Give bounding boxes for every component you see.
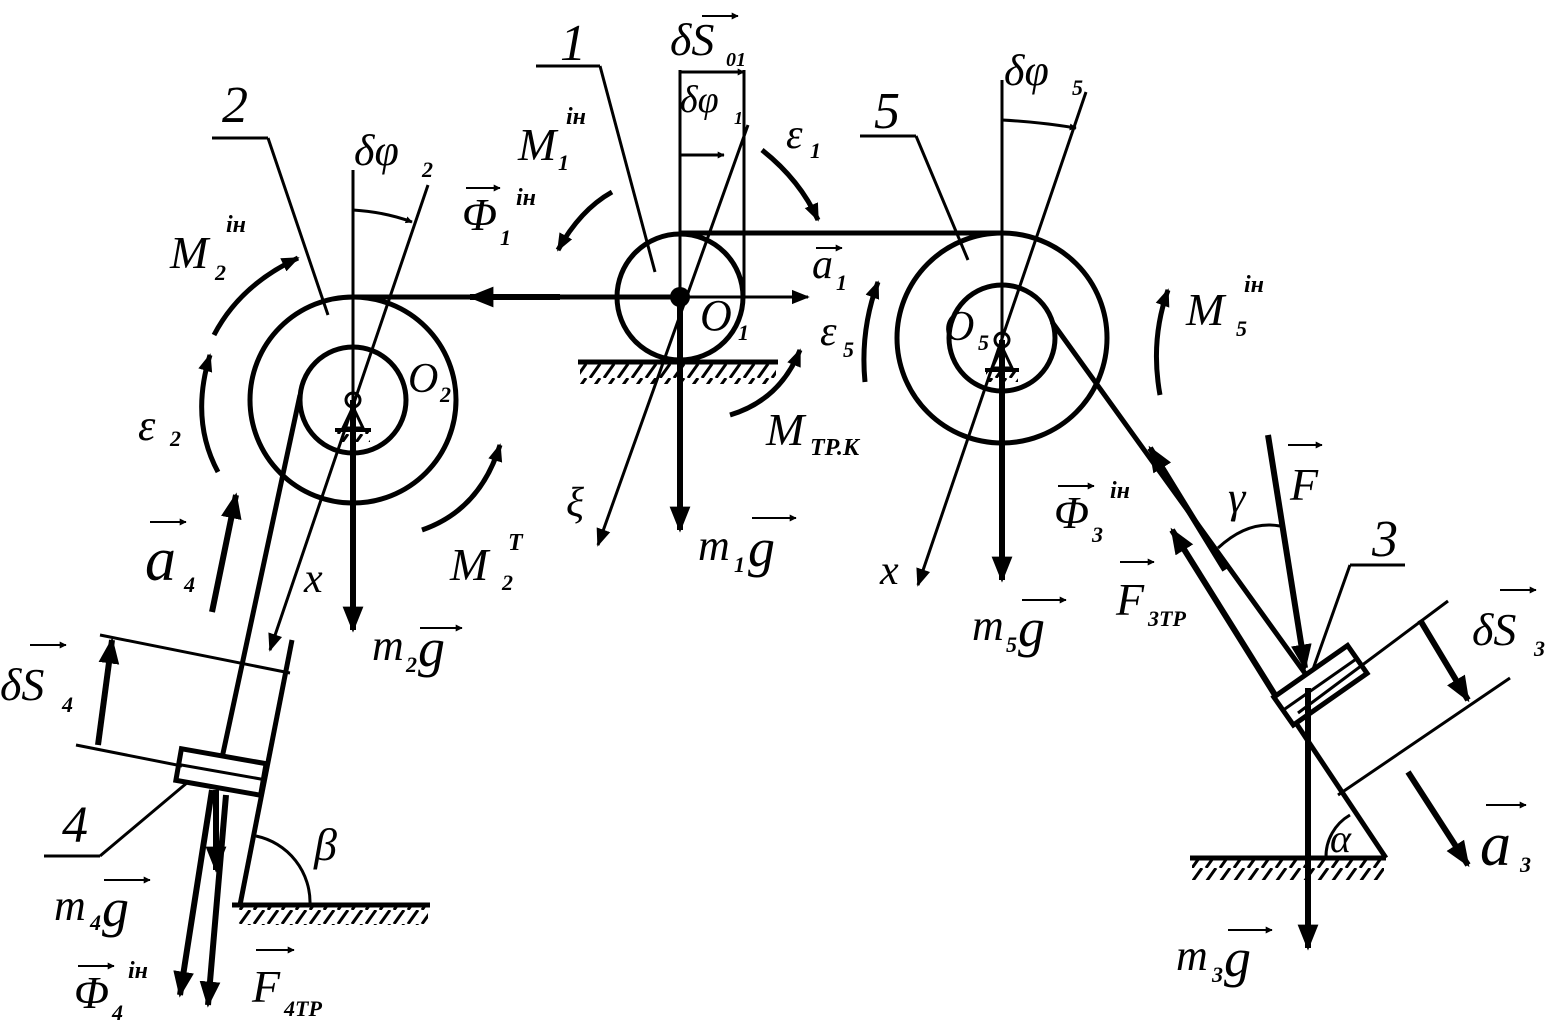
label-dS4-sub: 4	[61, 692, 73, 717]
label-body-1: 1	[560, 15, 586, 72]
label-M2T-sup: Т	[508, 530, 524, 556]
label-gamma: γ	[1228, 473, 1247, 522]
label-a4-sub: 4	[183, 572, 195, 597]
label-Phi3in: Φ	[1054, 487, 1089, 538]
label-O1: O	[700, 291, 732, 340]
label-m1g: m	[698, 521, 730, 570]
label-O2-sub: 2	[439, 382, 451, 407]
label-body-4: 4	[62, 797, 88, 854]
reference-lines	[44, 64, 1511, 858]
label-dphi1: δφ	[680, 79, 719, 121]
label-body-5: 5	[874, 83, 900, 140]
label-eps1: ε	[786, 112, 803, 158]
label-body-3: 3	[1371, 511, 1398, 568]
label-Phi3in-sup: ін	[1110, 478, 1130, 504]
label-a4: a	[145, 526, 176, 594]
label-dphi1-sub: 1	[734, 108, 743, 128]
label-x-right: x	[879, 548, 899, 594]
label-eps1-sub: 1	[810, 138, 821, 163]
label-Phi4in: Φ	[74, 967, 109, 1018]
label-dS3-sub: 3	[1533, 636, 1545, 661]
label-m3g-sub: 3	[1211, 962, 1223, 987]
label-m2g: m	[372, 621, 404, 670]
label-m3g-g: g	[1224, 928, 1251, 988]
label-m1g-g: g	[748, 518, 775, 578]
label-dphi2: δφ	[354, 126, 399, 175]
label-F4tr-sub: 4ТР	[283, 996, 322, 1021]
label-O5: O	[944, 304, 974, 350]
label-a3: a	[1480, 811, 1511, 879]
label-m4g: m	[54, 881, 86, 930]
label-m5g-sub: 5	[1006, 632, 1017, 657]
label-M5in: M	[1185, 284, 1227, 335]
label-a1-sub: 1	[836, 270, 847, 295]
label-dS01-sub: 01	[726, 49, 746, 71]
label-Phi1in: Φ	[462, 189, 497, 240]
label-a3-sub: 3	[1519, 852, 1531, 877]
label-M2in-sub: 2	[214, 260, 226, 285]
label-beta: β	[313, 819, 337, 870]
label-dphi5-sub: 5	[1072, 75, 1083, 100]
label-M5in-sub: 5	[1236, 316, 1247, 341]
label-F4tr: F	[251, 961, 281, 1012]
label-M2T: M	[449, 539, 491, 590]
label-M5in-sup: ін	[1244, 272, 1264, 298]
label-Phi3in-sub: 3	[1091, 522, 1103, 547]
label-m2g-sub: 2	[405, 652, 417, 677]
label-Phi4in-sub: 4	[111, 1000, 123, 1025]
label-O5-sub: 5	[978, 330, 989, 355]
label-Phi4in-sup: ін	[128, 958, 148, 984]
labels: 1 2 5 3 4 δS 01 δφ 1 δφ 2 δφ 5 M 1 ін Φ …	[0, 12, 1545, 1025]
force-arrows	[95, 286, 1471, 1008]
label-M1in-sub: 1	[558, 150, 569, 175]
block-4	[172, 745, 270, 799]
label-m4g-g: g	[102, 878, 129, 938]
label-dphi5: δφ	[1004, 46, 1049, 95]
label-M2T-sub: 2	[501, 570, 513, 595]
label-dphi2-sub: 2	[421, 157, 433, 182]
label-F: F	[1289, 459, 1319, 510]
moment-arrows	[198, 148, 1171, 533]
label-alpha: α	[1330, 816, 1352, 861]
label-Mtrk-sub: ТР.К	[810, 435, 861, 461]
label-m4g-sub: 4	[89, 910, 101, 935]
label-Mtrk: M	[765, 404, 807, 455]
label-x-left: x	[303, 556, 323, 602]
label-M2in-sup: ін	[226, 212, 246, 238]
label-M1in: M	[517, 119, 559, 170]
label-M2in: M	[169, 227, 211, 278]
block-3	[1270, 642, 1371, 729]
label-m5g: m	[972, 601, 1004, 650]
label-dS3: δS	[1472, 604, 1516, 655]
label-xi: ξ	[566, 480, 584, 526]
label-m5g-g: g	[1018, 598, 1045, 658]
incline-right	[1190, 706, 1389, 880]
label-dS4: δS	[0, 659, 44, 710]
label-eps5-sub: 5	[843, 337, 854, 362]
label-m1g-sub: 1	[734, 552, 745, 577]
label-a1: a	[812, 242, 833, 288]
label-Phi1in-sub: 1	[500, 225, 511, 250]
label-eps2-sub: 2	[169, 426, 181, 451]
label-m3g: m	[1176, 931, 1208, 980]
label-body-2: 2	[222, 77, 248, 134]
label-dS01: δS	[670, 14, 714, 65]
label-Phi1in-sup: ін	[516, 185, 536, 211]
label-M1in-sup: ін	[566, 104, 586, 130]
label-F3tr: F	[1115, 574, 1145, 625]
label-O2: O	[408, 356, 438, 402]
label-F3tr-sub: 3ТР	[1147, 606, 1186, 631]
label-eps2: ε	[138, 401, 156, 450]
label-eps5: ε	[820, 309, 837, 355]
label-O1-sub: 1	[738, 320, 749, 345]
